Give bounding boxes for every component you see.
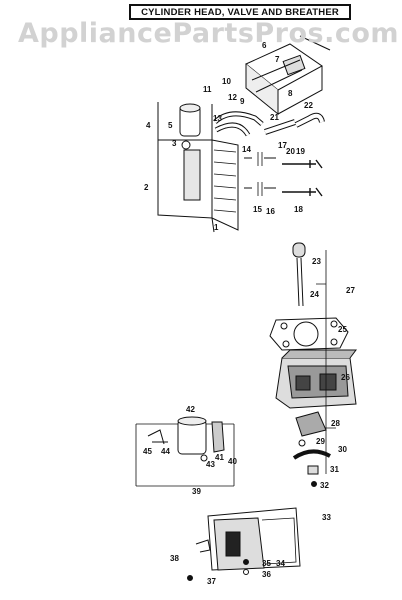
callout-43: 43 — [206, 460, 215, 469]
callout-3: 3 — [172, 139, 177, 148]
callout-38: 38 — [170, 554, 179, 563]
watermark: AppliancePartsPros.com — [18, 18, 400, 49]
callout-21: 21 — [270, 113, 279, 122]
callout-20: 20 — [286, 147, 295, 156]
callout-15: 15 — [253, 205, 262, 214]
callout-44: 44 — [161, 447, 170, 456]
rocker-parts — [292, 411, 331, 487]
diagram-title: CYLINDER HEAD, VALVE AND BREATHER — [129, 4, 351, 20]
callout-5: 5 — [168, 121, 173, 130]
callout-10: 10 — [222, 77, 231, 86]
cylinder-block-part — [157, 102, 239, 233]
callout-34: 34 — [276, 559, 285, 568]
callout-41: 41 — [215, 453, 224, 462]
callout-13: 13 — [213, 114, 222, 123]
callout-29: 29 — [316, 437, 325, 446]
breather-cover-part — [245, 35, 331, 116]
callout-17: 17 — [278, 141, 287, 150]
valve-cover-part — [187, 507, 301, 581]
callout-40: 40 — [228, 457, 237, 466]
callout-2: 2 — [144, 183, 149, 192]
push-rod-part — [292, 242, 306, 307]
callout-32: 32 — [320, 481, 329, 490]
callout-6: 6 — [262, 41, 267, 50]
callout-8: 8 — [288, 89, 293, 98]
callout-33: 33 — [322, 513, 331, 522]
callout-30: 30 — [338, 445, 347, 454]
callout-36: 36 — [262, 570, 271, 579]
callout-37: 37 — [207, 577, 216, 586]
callout-11: 11 — [203, 85, 212, 94]
callout-9: 9 — [240, 97, 245, 106]
callout-4: 4 — [146, 121, 151, 130]
callout-42: 42 — [186, 405, 195, 414]
callout-19: 19 — [296, 147, 305, 156]
cylinder-head-part — [275, 349, 357, 409]
oil-filter-part — [179, 103, 201, 150]
callout-16: 16 — [266, 207, 275, 216]
callout-28: 28 — [331, 419, 340, 428]
callout-24: 24 — [310, 290, 319, 299]
callout-23: 23 — [312, 257, 321, 266]
head-gasket-part — [269, 317, 349, 351]
callout-1: 1 — [214, 223, 219, 232]
callout-35: 35 — [262, 559, 271, 568]
callout-39: 39 — [192, 487, 201, 496]
callout-12: 12 — [228, 93, 237, 102]
callout-26: 26 — [341, 373, 350, 382]
breather-group-part — [135, 416, 235, 487]
breather-tube-part — [213, 111, 325, 137]
callout-31: 31 — [330, 465, 339, 474]
callout-18: 18 — [294, 205, 303, 214]
valves-part — [244, 152, 323, 197]
callout-45: 45 — [143, 447, 152, 456]
callout-14: 14 — [242, 145, 251, 154]
callout-22: 22 — [304, 101, 313, 110]
callout-7: 7 — [275, 55, 280, 64]
callout-25: 25 — [338, 325, 347, 334]
callout-27: 27 — [346, 286, 355, 295]
